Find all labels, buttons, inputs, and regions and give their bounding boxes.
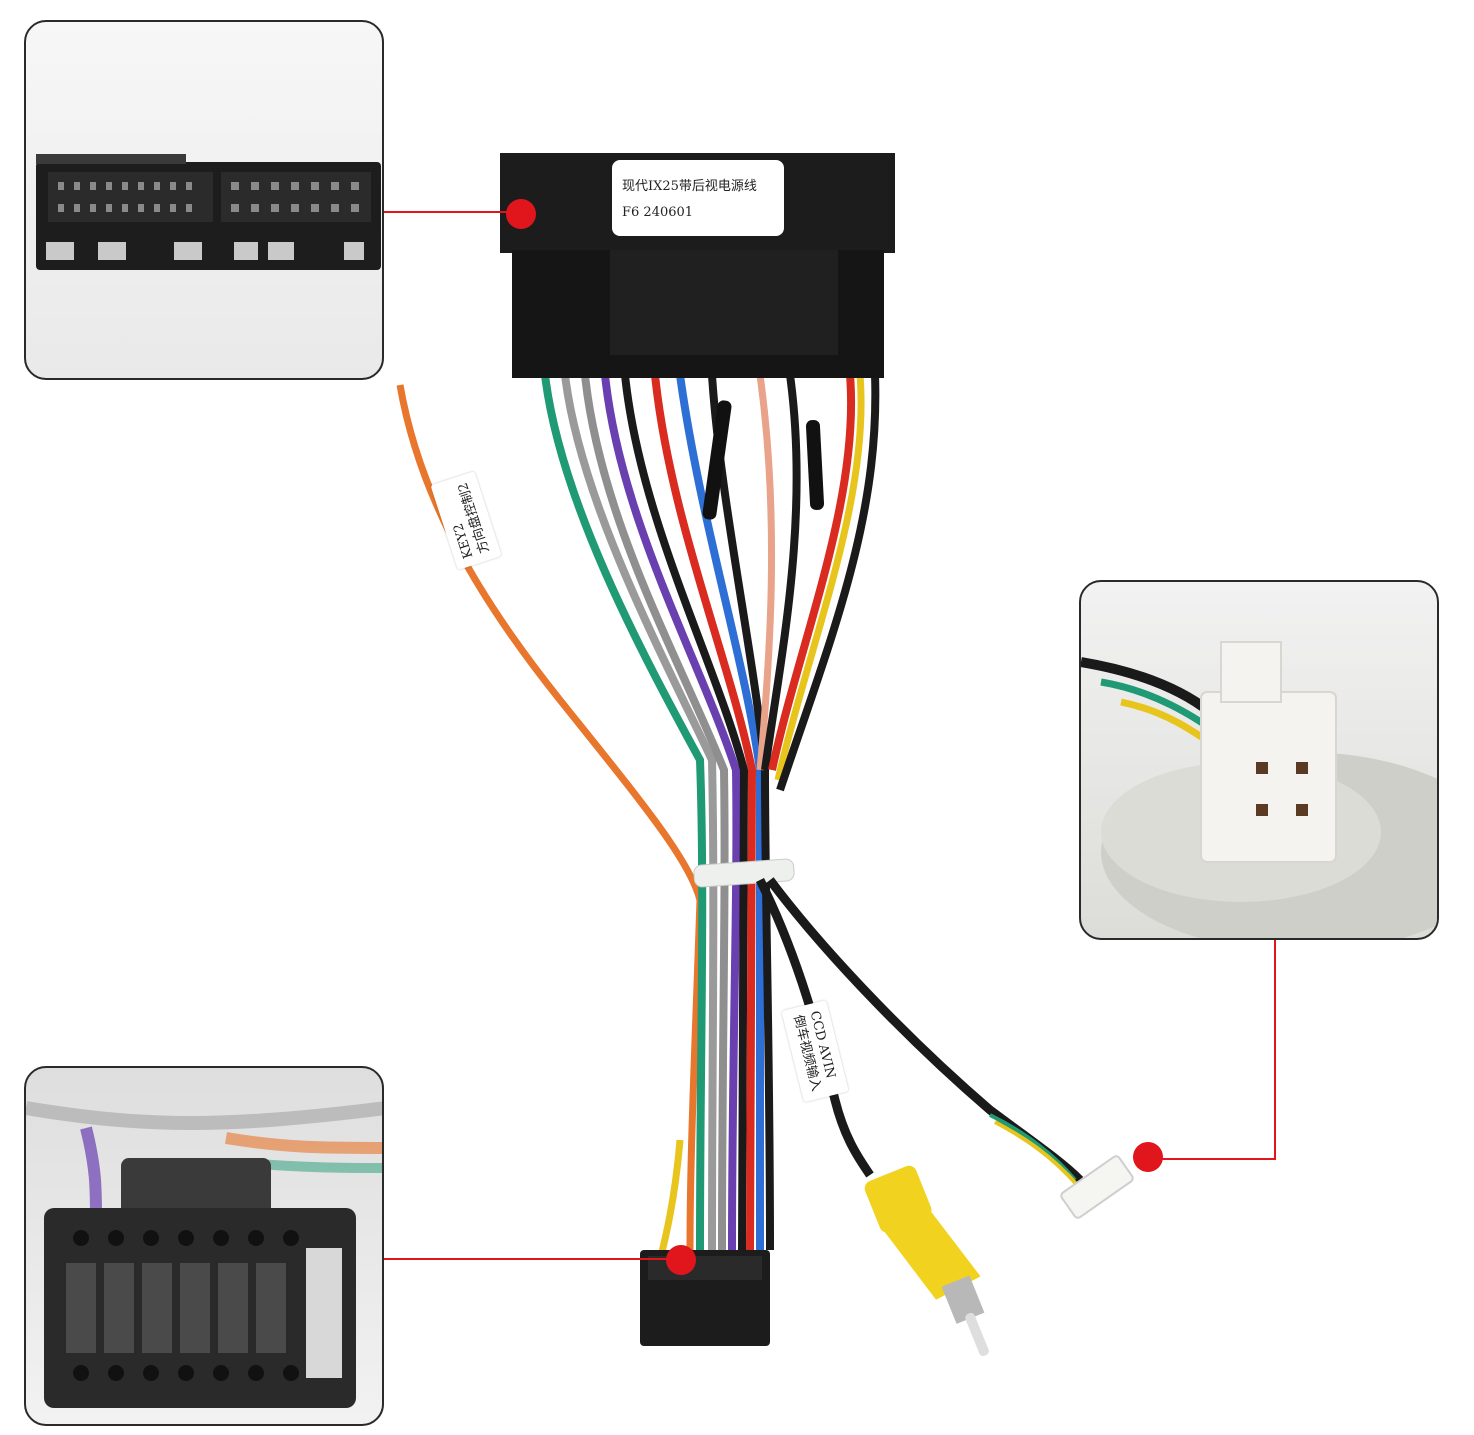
pink-wire [756,374,776,771]
red-wire-2 [768,374,856,771]
yellow-wire-lower [656,1139,684,1261]
camera-yellow-lead [994,1120,1080,1188]
main-connector-label: 现代IX25带后视电源线 F6 240601 [612,160,784,236]
main-connector-label-line2: F6 240601 [622,205,694,220]
black-wire-2 [708,374,774,1251]
inset-main-connector-photo [24,20,384,380]
green-wire [541,374,707,1251]
cable-tie [693,858,795,888]
callout-line-right-horizontal [1150,1158,1276,1160]
inset-radio-connector-photo [24,1066,384,1426]
main-connector-label-line1: 现代IX25带后视电源线 [622,179,757,194]
heatshrink-tube [702,400,732,520]
purple-wire [601,374,741,1251]
yellow-wire [774,374,865,781]
camera-connector-closeup-icon [1081,641,1437,938]
callout-line-right-vertical [1274,940,1276,1160]
camera-plug [1060,1155,1134,1219]
gray-wire [561,374,718,1251]
black-wire-3 [761,374,801,771]
main-connector-closeup-icon [36,154,381,270]
heatshrink-tube-2 [805,420,825,510]
inset-camera-connector-photo [1079,580,1439,940]
gray-wire-2 [581,374,729,1251]
red-wire [651,374,757,1251]
rca-plug [864,1165,989,1356]
camera-green-lead [989,1113,1077,1182]
radio-connector-closeup-icon [26,1101,382,1408]
black-wire-4 [776,374,880,792]
callout-dot-top [506,199,536,229]
callout-line-top [384,211,509,213]
black-wire [621,374,749,1251]
callout-dot-bottom [666,1245,696,1275]
callout-dot-right [1133,1142,1163,1172]
callout-line-bottom [384,1258,672,1260]
